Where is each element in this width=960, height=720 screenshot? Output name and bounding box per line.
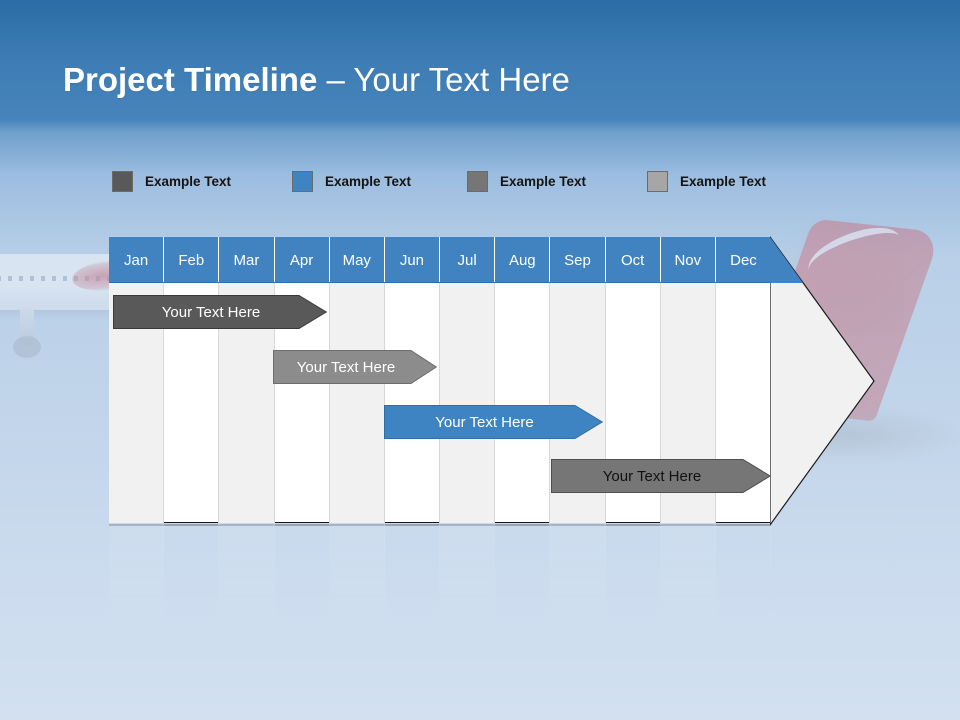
- task-bar-1[interactable]: Your Text Here: [113, 295, 327, 329]
- column-separator: [383, 283, 385, 523]
- column-separator: [549, 283, 551, 523]
- task-bar-label-1: Your Text Here: [161, 303, 261, 321]
- column-separator: [659, 283, 661, 523]
- timeline-arrow-head: [769, 235, 878, 527]
- column-separator: [328, 283, 330, 523]
- timeline-column-oct: Oct: [605, 237, 661, 523]
- month-header-jun[interactable]: Jun: [384, 237, 441, 283]
- task-bar-2[interactable]: Your Text Here: [273, 350, 437, 384]
- column-separator: [604, 283, 606, 523]
- task-bar-label-3: Your Text Here: [435, 413, 534, 431]
- column-separator: [218, 283, 220, 523]
- reflection-column-feb: [164, 524, 220, 639]
- month-header-mar[interactable]: Mar: [219, 237, 275, 283]
- legend-item-2[interactable]: Example Text: [292, 168, 411, 194]
- month-label-dec: Dec: [730, 251, 757, 269]
- timeline-column-dec: Dec: [715, 237, 772, 523]
- legend-label-3: Example Text: [500, 173, 587, 189]
- task-bar-shape: [113, 295, 327, 329]
- month-label-feb: Feb: [178, 251, 205, 269]
- month-header-jul[interactable]: Jul: [440, 237, 496, 283]
- timeline-column-jul: Jul: [440, 237, 496, 523]
- month-label-may: May: [342, 251, 371, 269]
- reflection-column-sep: [550, 524, 606, 639]
- timeline-reflection: [109, 524, 772, 639]
- legend-item-1[interactable]: Example Text: [112, 168, 231, 194]
- timeline-header-underline: [109, 282, 771, 283]
- airplane-landing-gear-shape: [20, 308, 34, 346]
- month-header-jan[interactable]: Jan: [109, 237, 165, 283]
- timeline-column-aug: Aug: [495, 237, 551, 523]
- month-label-mar: Mar: [233, 251, 260, 269]
- timeline-column-jan: Jan: [109, 237, 165, 523]
- column-separator: [439, 283, 441, 523]
- reflection-column-jul: [440, 524, 496, 639]
- reflection-column-jan: [109, 524, 165, 639]
- month-header-sep[interactable]: Sep: [550, 237, 606, 283]
- column-separator: [494, 283, 496, 523]
- timeline-column-apr: Apr: [274, 237, 330, 523]
- legend: Example Text Example Text Example Text Exam…: [112, 168, 832, 196]
- legend-item-3[interactable]: Example Text: [467, 168, 586, 194]
- timeline-column-feb: Feb: [164, 237, 220, 523]
- reflection-column-apr: [275, 524, 330, 639]
- page-title: Project Timeline – Your Text Here: [63, 58, 570, 102]
- month-label-sep: Sep: [564, 251, 591, 269]
- month-header-aug[interactable]: Aug: [495, 237, 551, 283]
- page-title-bold: Project Timeline: [63, 61, 318, 98]
- task-bar-3[interactable]: Your Text Here: [384, 405, 603, 439]
- month-label-jun: Jun: [399, 251, 425, 269]
- month-label-nov: Nov: [674, 251, 702, 269]
- task-bar-shape: [551, 459, 771, 493]
- arrow-head-triangle: [769, 235, 875, 527]
- legend-item-4[interactable]: Example Text: [647, 168, 766, 194]
- column-separator: [163, 283, 165, 523]
- airplane-wheel-shape: [13, 336, 41, 358]
- column-separator: [714, 283, 716, 523]
- month-label-apr: Apr: [289, 251, 314, 269]
- reflection-column-aug: [495, 524, 551, 639]
- reflection-column-nov: [660, 524, 716, 639]
- month-label-jul: Jul: [457, 251, 477, 269]
- month-header-feb[interactable]: Feb: [164, 237, 220, 283]
- month-label-oct: Oct: [620, 251, 645, 269]
- month-label-aug: Aug: [508, 251, 536, 269]
- month-header-may[interactable]: May: [329, 237, 385, 283]
- month-header-nov[interactable]: Nov: [660, 237, 716, 283]
- legend-label-1: Example Text: [145, 173, 232, 189]
- task-bar-label-2: Your Text Here: [296, 358, 396, 376]
- task-bar-shape: [384, 405, 603, 439]
- arrow-head-blue-cap: [770, 237, 803, 283]
- reflection-column-mar: [219, 524, 275, 639]
- task-bar-label-4: Your Text Here: [602, 467, 702, 485]
- timeline-column-jun: Jun: [384, 237, 441, 523]
- reflection-column-may: [329, 524, 385, 639]
- month-header-oct[interactable]: Oct: [605, 237, 661, 283]
- reflection-columns: [109, 524, 772, 639]
- legend-swatch-2: [292, 170, 313, 192]
- legend-label-4: Example Text: [680, 173, 767, 189]
- legend-swatch-1: [112, 170, 133, 192]
- month-header-apr[interactable]: Apr: [274, 237, 330, 283]
- timeline-column-mar: Mar: [219, 237, 275, 523]
- legend-label-2: Example Text: [325, 173, 412, 189]
- month-header-dec[interactable]: Dec: [715, 237, 772, 283]
- reflection-column-jun: [385, 524, 441, 639]
- reflection-column-oct: [606, 524, 661, 639]
- timeline-chart: Jan Feb Mar Apr May Jun Jul Aug Sep Oct Nov Dec You…: [109, 235, 875, 527]
- page-title-light: – Your Text Here: [317, 61, 570, 98]
- task-bar-shape: [273, 350, 437, 384]
- month-label-jan: Jan: [123, 251, 149, 269]
- column-separator: [273, 283, 275, 523]
- legend-swatch-4: [647, 170, 668, 192]
- task-bar-4[interactable]: Your Text Here: [551, 459, 771, 493]
- reflection-edge-line: [109, 524, 771, 526]
- legend-swatch-3: [467, 170, 488, 192]
- reflection-column-dec: [716, 524, 772, 639]
